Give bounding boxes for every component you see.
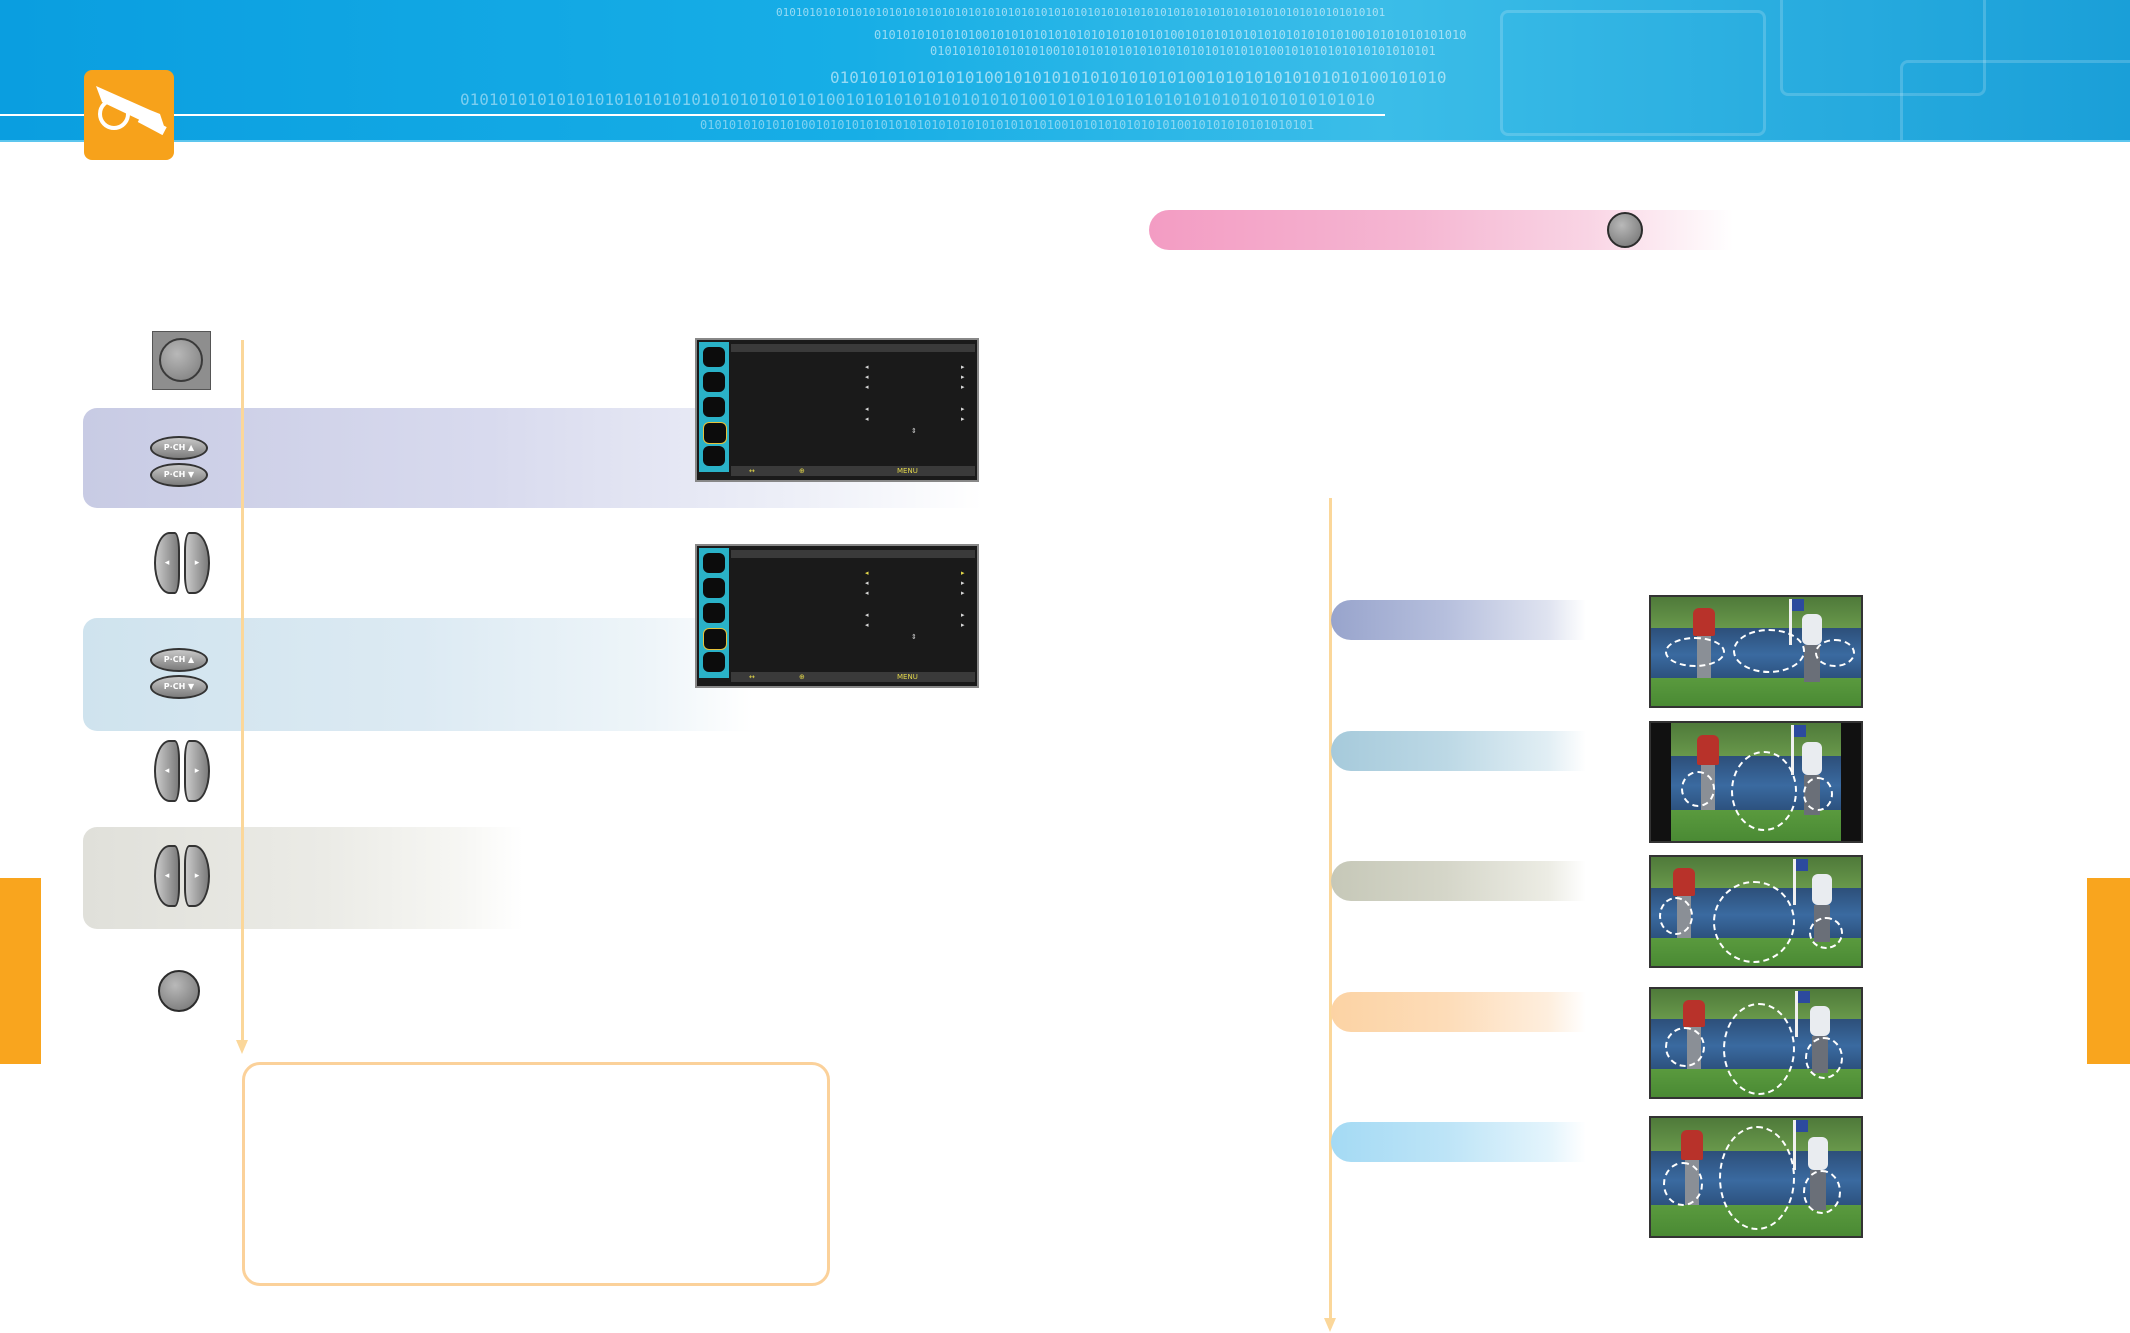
exit-button[interactable] — [158, 970, 200, 1012]
sound-menu-icon — [703, 578, 725, 598]
screen-mode-pill — [1331, 1122, 1586, 1162]
header-bottom-rule — [0, 140, 2130, 142]
binary-row: 0101010101010101001010101010101010101001… — [830, 68, 1447, 87]
screen-mode-preview-image — [1649, 855, 1863, 968]
menu-button[interactable] — [152, 331, 211, 390]
psize-button[interactable] — [1607, 212, 1643, 248]
osd-menu-screen: ◂▸ ◂▸ ◂▸ ◂▸ ◂▸ ⇕ ↔ ⊕ MENU — [695, 338, 979, 482]
flow-line — [241, 340, 244, 1042]
osd-footer-menu: MENU — [897, 467, 918, 475]
step-band — [83, 618, 753, 731]
binary-row: 0101010101010101010101010101010101010101… — [776, 6, 1386, 19]
setup-menu-icon — [703, 628, 727, 650]
osd-footer-move: ↔ — [749, 467, 755, 475]
chapter-side-tab — [2087, 878, 2130, 1064]
osd-footer-move: ↔ — [749, 673, 755, 681]
channel-menu-icon — [703, 397, 725, 417]
function-menu-icon — [703, 446, 725, 466]
osd-footer-menu: MENU — [897, 673, 918, 681]
screen-mode-pill — [1331, 992, 1586, 1032]
channel-up-down-button[interactable]: P·CH ▲ P·CH ▼ — [148, 646, 212, 702]
osd-footer-select: ⊕ — [799, 467, 805, 475]
flow-arrowhead — [1324, 1318, 1336, 1332]
screen-mode-preview-image — [1649, 1116, 1863, 1238]
binary-row: 0101010101010100101010101010101010101010… — [874, 28, 1467, 42]
setup-menu-icon — [703, 422, 727, 444]
note-box — [242, 1062, 830, 1286]
screen-mode-pill — [1331, 861, 1586, 901]
header-rule — [0, 114, 1385, 116]
volume-left-right-button[interactable]: ◂▸ — [154, 740, 212, 804]
binary-row: 0101010101010101010101010101010101010100… — [460, 90, 1376, 109]
binary-row: 0101010101010101001010101010101010101010… — [930, 44, 1436, 58]
osd-footer-select: ⊕ — [799, 673, 805, 681]
section-heading-bar — [1149, 210, 1733, 250]
chapter-side-tab — [0, 878, 41, 1064]
function-menu-icon — [703, 652, 725, 672]
volume-left-right-button[interactable]: ◂▸ — [154, 845, 212, 909]
circuit-decoration — [1500, 10, 1766, 136]
screen-mode-preview-image — [1649, 595, 1863, 708]
screen-mode-pill — [1331, 600, 1586, 640]
screen-mode-pill — [1331, 731, 1586, 771]
circuit-decoration — [1900, 60, 2130, 141]
picture-menu-icon — [703, 553, 725, 573]
flow-line — [1329, 498, 1332, 1320]
channel-up-down-button[interactable]: P·CH ▲ P·CH ▼ — [148, 434, 212, 490]
wrench-tool-icon — [84, 70, 174, 160]
picture-menu-icon — [703, 347, 725, 367]
sound-menu-icon — [703, 372, 725, 392]
circuit-decoration — [1780, 0, 1986, 96]
flow-arrowhead — [236, 1040, 248, 1054]
volume-left-right-button[interactable]: ◂▸ — [154, 532, 212, 596]
channel-menu-icon — [703, 603, 725, 623]
osd-menu-screen: ◂▸ ◂▸ ◂▸ ◂▸ ◂▸ ⇕ ↔ ⊕ MENU — [695, 544, 979, 688]
binary-row: 0101010101010100101010101010101010101010… — [700, 118, 1315, 132]
screen-mode-preview-image — [1649, 987, 1863, 1099]
step-band — [83, 827, 523, 929]
screen-mode-preview-image — [1649, 721, 1863, 843]
header-banner: 0101010101010101010101010101010101010101… — [0, 0, 2130, 141]
